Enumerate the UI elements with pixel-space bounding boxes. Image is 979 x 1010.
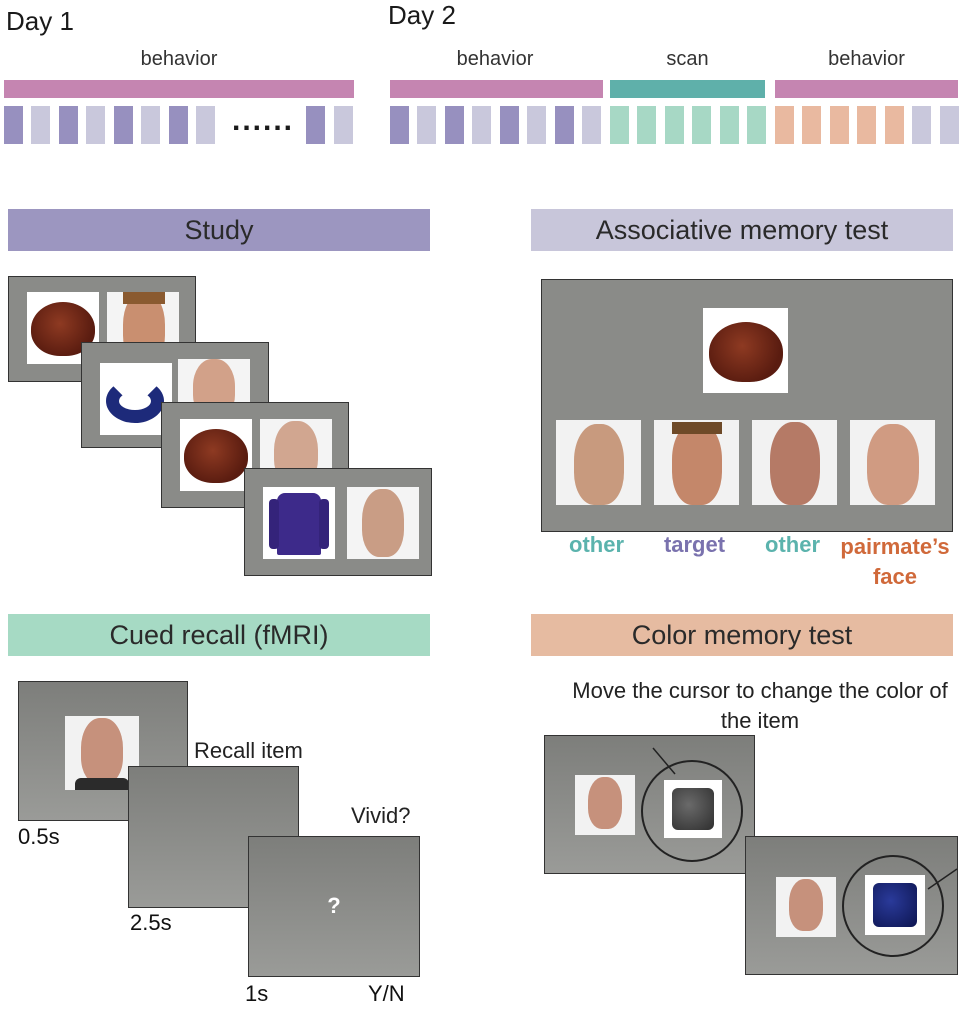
- pillow-blue-image: [865, 875, 925, 935]
- face-image: [575, 775, 635, 835]
- color-wheel-circle[interactable]: [842, 855, 944, 957]
- trial-block: [830, 106, 849, 144]
- trial-block: [445, 106, 464, 144]
- trial-block: [720, 106, 739, 144]
- trial-block: [802, 106, 821, 144]
- trial-block: [665, 106, 684, 144]
- face-image: [776, 877, 836, 937]
- day2-phase3-label: behavior: [828, 48, 905, 70]
- other-face-2[interactable]: [752, 420, 837, 505]
- trial-block: [169, 106, 188, 144]
- pillow-gray-image: [664, 780, 722, 838]
- trial-block: [637, 106, 656, 144]
- day1-behavior-bar: [4, 80, 354, 98]
- day2-phase2-label: scan: [666, 48, 709, 70]
- trial-block: [582, 106, 601, 144]
- trial-block: [141, 106, 160, 144]
- trial-block: [747, 106, 766, 144]
- study-screen-4: [244, 468, 432, 576]
- trial-block: [59, 106, 78, 144]
- trial-block: [527, 106, 546, 144]
- response-keys: Y/N: [368, 981, 405, 1006]
- trial-block: [940, 106, 959, 144]
- trial-block: [306, 106, 325, 144]
- cue-beanbag-image: [703, 308, 788, 393]
- question-mark: ?: [327, 893, 341, 918]
- trial-block: [417, 106, 436, 144]
- day2-scan-bar: [610, 80, 765, 98]
- trial-block: [857, 106, 876, 144]
- timeline-ellipsis: ......: [232, 104, 295, 137]
- day2-phase1-label: behavior: [456, 48, 534, 70]
- beanbag-image: [27, 292, 99, 364]
- trial-block: [196, 106, 215, 144]
- assoc-header: Associative memory test: [531, 209, 953, 251]
- recall-item-caption: Recall item: [194, 738, 303, 763]
- duration-vivid: 1s: [245, 981, 269, 1006]
- trial-block: [114, 106, 133, 144]
- color-screen-1: [544, 735, 755, 874]
- recall-screen-vivid: ?: [248, 836, 420, 977]
- pairmate-label: pairmate’s face: [840, 534, 950, 589]
- trial-block: [775, 106, 794, 144]
- day1-label: Day 1: [6, 6, 74, 36]
- day2-label: Day 2: [388, 0, 456, 30]
- day2-behavior-bar-2: [775, 80, 958, 98]
- recall-header: Cued recall (fMRI): [8, 614, 430, 656]
- day2-behavior-bar-1: [390, 80, 603, 98]
- duration-face: 0.5s: [18, 824, 60, 849]
- trial-block: [4, 106, 23, 144]
- trial-block: [500, 106, 519, 144]
- other-label-1: other: [569, 532, 624, 557]
- trial-block: [885, 106, 904, 144]
- face-cue-image: [65, 716, 139, 790]
- assoc-screen: [541, 279, 953, 532]
- beanbag-image: [180, 419, 252, 491]
- trial-block: [472, 106, 491, 144]
- cursor-line[interactable]: [926, 867, 958, 891]
- color-wheel-circle[interactable]: [641, 760, 743, 862]
- study-header: Study: [8, 209, 430, 251]
- neck-pillow-image: [100, 363, 172, 435]
- trial-block: [912, 106, 931, 144]
- other-face-1[interactable]: [556, 420, 641, 505]
- target-label: target: [663, 532, 726, 557]
- trial-block: [610, 106, 629, 144]
- cursor-line[interactable]: [645, 746, 685, 776]
- pairmate-face[interactable]: [850, 420, 935, 505]
- day1-phase-label: behavior: [140, 48, 218, 70]
- trial-block: [334, 106, 353, 144]
- trial-block: [555, 106, 574, 144]
- trial-block: [692, 106, 711, 144]
- duration-recall: 2.5s: [130, 910, 172, 935]
- jacket-image: [263, 487, 335, 559]
- trial-block: [31, 106, 50, 144]
- trial-block: [86, 106, 105, 144]
- target-face[interactable]: [654, 420, 739, 505]
- color-instruction: Move the cursor to change the color of t…: [572, 678, 948, 733]
- vivid-caption: Vivid?: [351, 803, 411, 828]
- color-header: Color memory test: [531, 614, 953, 656]
- color-screen-2: [745, 836, 958, 975]
- other-label-2: other: [765, 532, 820, 557]
- face-image: [347, 487, 419, 559]
- trial-block: [390, 106, 409, 144]
